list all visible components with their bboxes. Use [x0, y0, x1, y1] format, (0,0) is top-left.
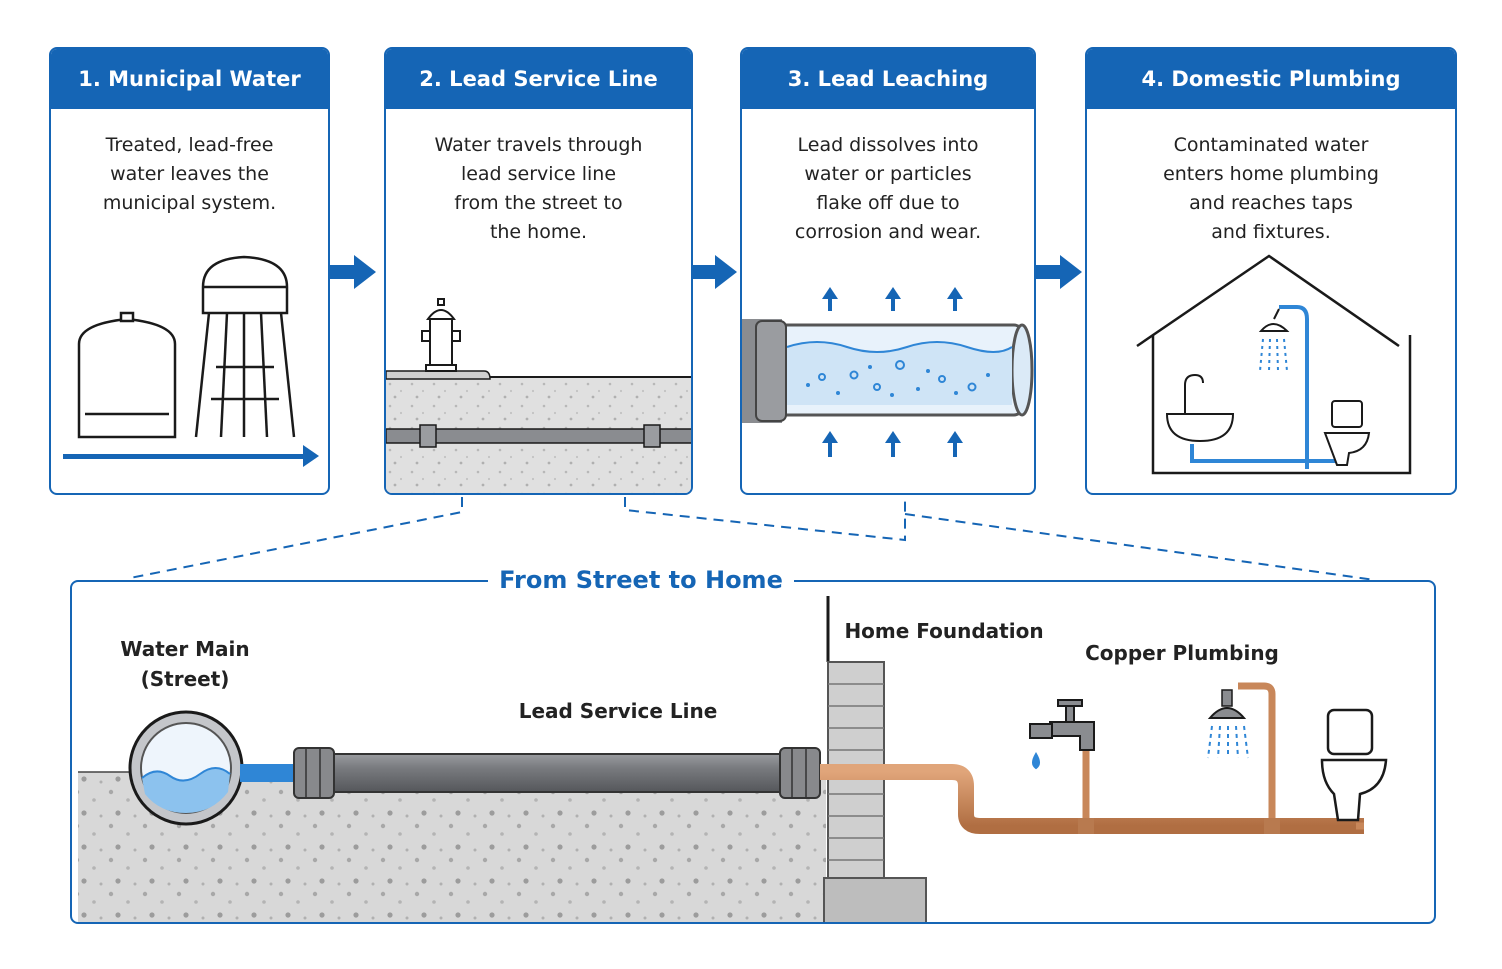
step-arrow-3 — [1036, 255, 1082, 289]
up-arrows-icon — [822, 287, 963, 457]
lead-service-line-label: Lead Service Line — [518, 699, 718, 723]
description-line: and fixtures. — [1211, 221, 1331, 243]
label-line: (Street) — [140, 667, 230, 691]
copper-plumbing-label: Copper Plumbing — [1085, 641, 1279, 665]
shower-icon — [1258, 308, 1290, 372]
connector-pipe-icon — [240, 764, 298, 782]
description-line: water or particles — [804, 163, 972, 185]
shower-head-icon — [1207, 689, 1249, 759]
description-line: Water travels through — [434, 134, 643, 156]
panel-description: Water travels through lead service line … — [386, 131, 691, 247]
panel-domestic-plumbing: 4. Domestic Plumbing Contaminated water … — [1085, 47, 1457, 495]
panel-municipal-water: 1. Municipal Water Treated, lead-free wa… — [49, 47, 330, 495]
water-main-icon — [128, 710, 244, 826]
description-line: enters home plumbing — [1163, 163, 1379, 185]
lead-service-pipe-icon — [293, 747, 821, 799]
water-main-label: Water Main (Street) — [112, 634, 258, 694]
pipe-cross-section-illustration — [742, 287, 1034, 457]
flow-arrow-icon — [63, 445, 319, 467]
label-line: Water Main — [120, 637, 250, 661]
toilet-fixture-icon — [1320, 708, 1388, 822]
description-line: lead service line — [460, 163, 617, 185]
sink-icon — [1165, 373, 1235, 443]
panel-lead-service-line: 2. Lead Service Line Water travels throu… — [384, 47, 693, 495]
description-line: Treated, lead-free — [105, 134, 274, 156]
step-arrow-2 — [693, 255, 737, 289]
description-line: Contaminated water — [1173, 134, 1369, 156]
street-pipe-illustration — [386, 298, 691, 493]
description-line: municipal system. — [102, 192, 277, 214]
detail-title: From Street to Home — [488, 566, 794, 594]
description-line: the home. — [489, 221, 588, 243]
fire-hydrant-icon — [421, 298, 461, 372]
panel-lead-leaching: 3. Lead Leaching Lead dissolves into wat… — [740, 47, 1036, 495]
street-to-home-box: Water Main (Street) Lead Service Line Ho… — [70, 580, 1436, 924]
panel-title: 3. Lead Leaching — [742, 49, 1034, 109]
description-line: and reaches taps — [1189, 192, 1353, 214]
toilet-icon — [1323, 400, 1371, 466]
description-line: corrosion and wear. — [794, 221, 982, 243]
step-arrow-1 — [330, 255, 376, 289]
storage-tank-icon — [77, 317, 177, 439]
house-icon — [1136, 254, 1412, 475]
leaching-pipe-icon — [742, 319, 1034, 423]
home-foundation-label: Home Foundation — [844, 619, 1044, 643]
foundation-wall-icon — [823, 596, 927, 922]
panel-title: 2. Lead Service Line — [386, 49, 691, 109]
panel-title: 4. Domestic Plumbing — [1087, 49, 1455, 109]
panel-title: 1. Municipal Water — [51, 49, 328, 109]
water-tower-icon — [201, 255, 289, 315]
description-line: from the street to — [454, 192, 623, 214]
water-tower-illustration — [63, 255, 319, 467]
house-plumbing-illustration — [1136, 254, 1412, 475]
faucet-icon — [1029, 699, 1095, 770]
street-to-home-illustration — [78, 596, 1388, 922]
lead-pipe-icon — [386, 424, 691, 448]
description-line: flake off due to — [816, 192, 960, 214]
panel-description: Lead dissolves into water or particles f… — [742, 131, 1034, 247]
description-line: Lead dissolves into — [797, 134, 979, 156]
dashed-connectors — [129, 497, 1376, 581]
description-line: water leaves the — [110, 163, 269, 185]
panel-description: Contaminated water enters home plumbing … — [1087, 131, 1455, 247]
panel-description: Treated, lead-free water leaves the muni… — [51, 131, 328, 218]
copper-pipe-icon — [820, 764, 1364, 834]
